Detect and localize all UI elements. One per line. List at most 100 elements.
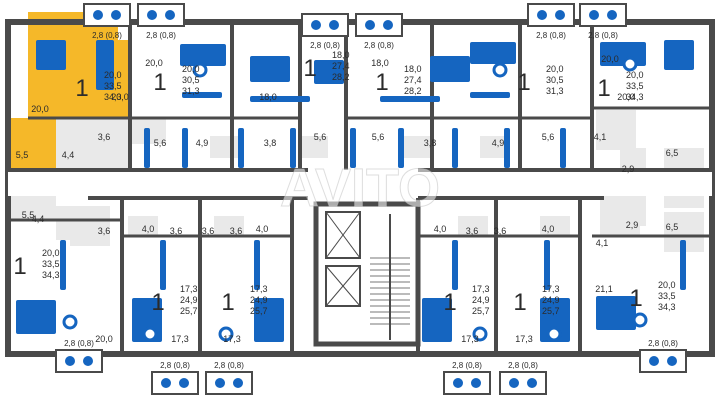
room-area-label: 3,6 <box>98 226 111 236</box>
balcony-chair <box>111 10 121 20</box>
corridor-floor <box>8 170 712 196</box>
tile-area <box>70 206 110 246</box>
balcony-area-label: 2,8 (0,8) <box>364 41 394 50</box>
tile-area <box>480 136 510 158</box>
balcony-chair <box>509 378 519 388</box>
furniture <box>470 42 516 64</box>
apartment-room-count: 1 <box>221 289 234 316</box>
apartment-area-value: 28,2 <box>404 86 422 96</box>
room-area-label: 4,9 <box>196 138 209 148</box>
apartment-room-count: 1 <box>13 253 26 280</box>
balcony-chair <box>215 378 225 388</box>
apartment-area-value: 18,0 <box>332 50 350 60</box>
furniture <box>250 56 290 82</box>
room-area-label: 4,4 <box>62 150 75 160</box>
watermark: AVITO <box>280 158 440 218</box>
balcony <box>301 13 349 37</box>
room-area-label: 4,0 <box>256 224 269 234</box>
apartment-area-value: 25,7 <box>472 306 490 316</box>
room-area-label: 3,6 <box>202 226 215 236</box>
balcony-area-label: 2,8 (0,8) <box>64 339 94 348</box>
apartment-room-count: 1 <box>303 55 316 82</box>
tile-area <box>298 136 328 158</box>
tile-area <box>400 136 430 158</box>
room-area-label: 6,5 <box>666 222 679 232</box>
balcony-chair <box>161 378 171 388</box>
balcony <box>443 371 491 395</box>
apartment-area-value: 24,9 <box>250 295 268 305</box>
furniture <box>398 128 404 168</box>
room-area-label: 3,8 <box>424 138 437 148</box>
room-area-label: 5,6 <box>542 132 555 142</box>
balcony <box>499 371 547 395</box>
apartment-area-value: 31,3 <box>546 86 564 96</box>
balcony-chair <box>453 378 463 388</box>
apartment-room-count: 1 <box>629 285 642 312</box>
room-area-label: 18,0 <box>371 58 389 68</box>
apartment-area-value: 27,4 <box>332 61 350 71</box>
room-area-label: 20,0 <box>601 54 619 64</box>
round-table <box>546 326 562 342</box>
tile-area <box>620 196 646 226</box>
room-area-label: 3,6 <box>494 226 507 236</box>
balcony-chair <box>667 356 677 366</box>
apartment-area-value: 20,0 <box>182 64 200 74</box>
room-area-label: 5,5 <box>22 210 35 220</box>
round-table <box>192 62 208 78</box>
furniture <box>182 128 188 168</box>
balcony-chair <box>589 10 599 20</box>
furniture <box>596 296 636 330</box>
balcony-chair <box>93 10 103 20</box>
apartment-area-value: 34,3 <box>658 302 676 312</box>
furniture <box>452 240 458 290</box>
room-area-label: 4,0 <box>142 224 155 234</box>
balcony-chair <box>555 10 565 20</box>
room-area-label: 21,1 <box>595 284 613 294</box>
apartment-room-count: 1 <box>517 69 530 96</box>
furniture <box>504 128 510 168</box>
apartment-area-value: 17,3 <box>180 284 198 294</box>
balcony-chair <box>365 20 375 30</box>
balcony-area-label: 2,8 (0,8) <box>588 31 618 40</box>
room-area-label: 3,6 <box>466 226 479 236</box>
room-area-label: 2,9 <box>622 164 635 174</box>
furniture <box>182 92 222 98</box>
round-table <box>142 326 158 342</box>
balcony <box>355 13 403 37</box>
balcony <box>527 3 575 27</box>
apartment-area-value: 25,7 <box>250 306 268 316</box>
room-area-label: 2,9 <box>626 220 639 230</box>
balcony-area-label: 2,8 (0,8) <box>214 361 244 370</box>
apartment-area-value: 28,2 <box>332 72 350 82</box>
tile-area <box>458 216 488 236</box>
apartment-area-value: 34,3 <box>104 92 122 102</box>
apartment-room-count: 1 <box>597 75 610 102</box>
tile-area <box>214 216 244 236</box>
balcony-area-label: 2,8 (0,8) <box>146 31 176 40</box>
room-area-label: 20,0 <box>31 104 49 114</box>
furniture <box>350 128 356 168</box>
furniture <box>238 128 244 168</box>
room-area-label: 4,0 <box>434 224 447 234</box>
apartment-area-value: 20,0 <box>546 64 564 74</box>
tile-area <box>56 118 90 168</box>
apartment-area-value: 20,0 <box>658 280 676 290</box>
apartment-area-value: 20,0 <box>626 70 644 80</box>
furniture <box>664 40 694 70</box>
furniture <box>144 128 150 168</box>
round-table <box>622 56 638 72</box>
balcony-area-label: 2,8 (0,8) <box>310 41 340 50</box>
elevator-cross <box>325 265 361 307</box>
round-table <box>218 326 234 342</box>
furniture <box>470 92 510 98</box>
apartment-area-value: 33,5 <box>658 291 676 301</box>
room-area-label: 17,3 <box>461 334 479 344</box>
apartment-area-value: 20,0 <box>42 248 60 258</box>
apartment-area-value: 27,4 <box>404 75 422 85</box>
room-area-label: 3,6 <box>230 226 243 236</box>
room-area-label: 5,6 <box>154 138 167 148</box>
furniture <box>16 300 56 334</box>
balcony <box>83 3 131 27</box>
furniture <box>60 240 66 290</box>
furniture <box>250 96 310 102</box>
